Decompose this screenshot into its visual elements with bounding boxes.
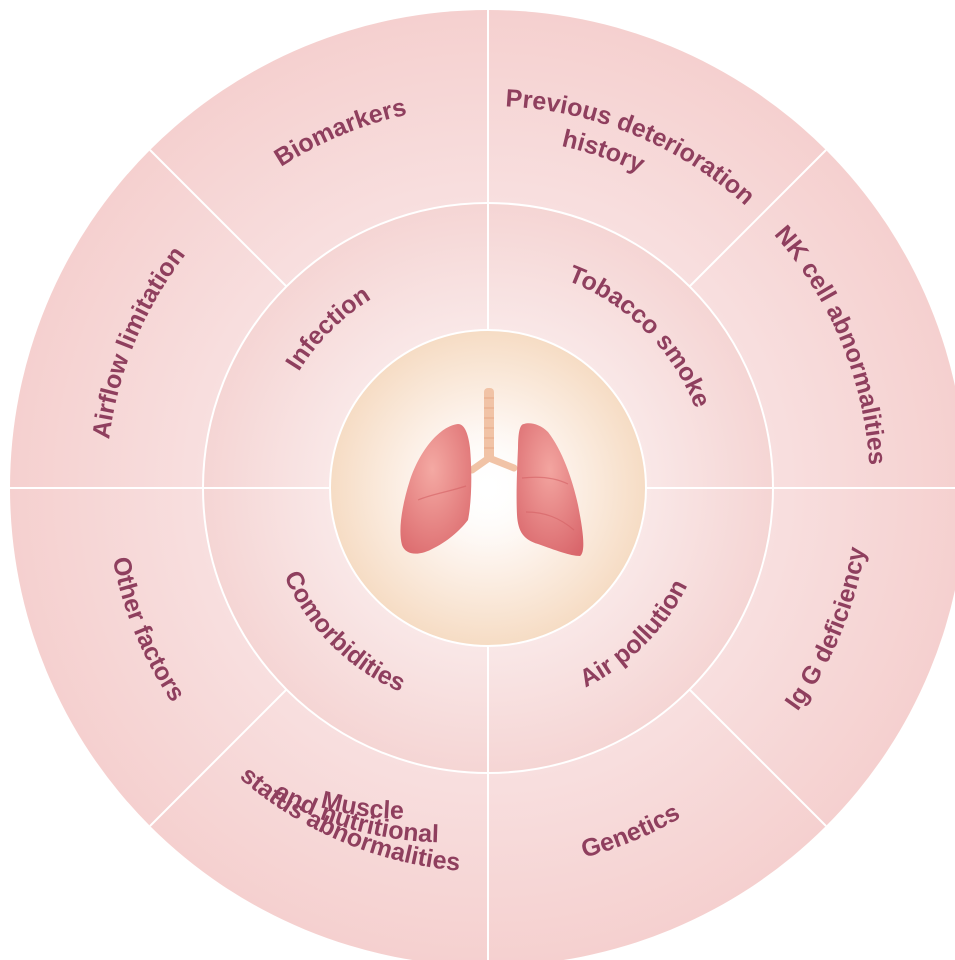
outer-dividers	[10, 10, 955, 960]
lungs-icon	[400, 388, 584, 556]
inner-dividers	[203, 203, 773, 773]
